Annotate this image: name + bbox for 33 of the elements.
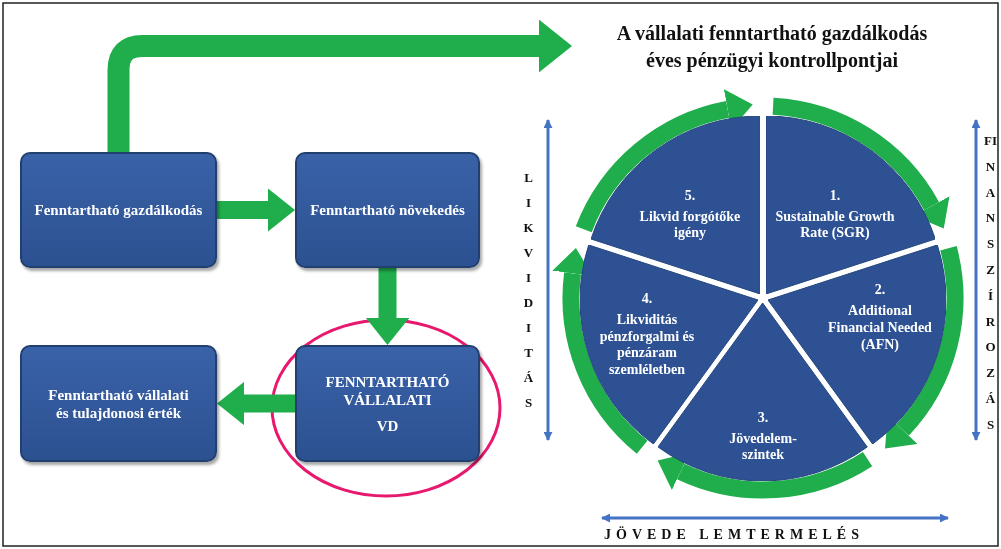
cycle-arrow (886, 246, 964, 450)
cycle-arrow (772, 97, 949, 228)
process-box (295, 152, 480, 268)
pie-segment (765, 115, 936, 294)
segment-label: 5. (683, 187, 697, 205)
process-box (20, 152, 217, 268)
box-label: Fenntartható gazdálkodás (34, 201, 203, 219)
cycle-arrow (552, 247, 648, 454)
axis-label: JÖVEDE LEMTERMELÉS (604, 527, 864, 543)
cycle-arrow (576, 89, 753, 233)
segment-label: Likviditás pénzforgalmi és pénzáram szemléletben (598, 311, 696, 379)
process-box (20, 345, 217, 462)
cycle-arrow (657, 451, 872, 499)
box-label: Fenntartható növekedés (310, 201, 465, 219)
segment-label: 3. (756, 409, 770, 427)
block-arrow (107, 19, 572, 152)
segment-label: Additional Financial Needed (AFN) (827, 303, 933, 354)
segment-label: 1. (828, 187, 842, 205)
axis-label: LIKVIDITÁS (522, 169, 535, 412)
block-arrow (217, 188, 295, 232)
axis-label: FINANSZÍROZÁS (984, 132, 997, 434)
box-label: FENNTARTHATÓ VÁLLALATI (324, 372, 451, 409)
box-label: Fenntartható vállalati és tulajdonosi érték (47, 385, 190, 422)
block-arrow (217, 381, 295, 426)
title-text: A vállalati fenntartható gazdálkodás éves pénzügyi kontrollpontjai (572, 20, 972, 82)
segment-label: Jövedelem-szintek (728, 430, 798, 465)
segment-label: Sustainable Growth Rate (SGR) (774, 208, 896, 243)
segment-label: 2. (873, 282, 887, 300)
pie-segment (590, 115, 761, 294)
segment-label: 4. (640, 291, 654, 308)
box-label: VD (376, 416, 399, 435)
process-box (295, 345, 480, 462)
segment-label: Likvid forgótőke igény (638, 208, 742, 243)
